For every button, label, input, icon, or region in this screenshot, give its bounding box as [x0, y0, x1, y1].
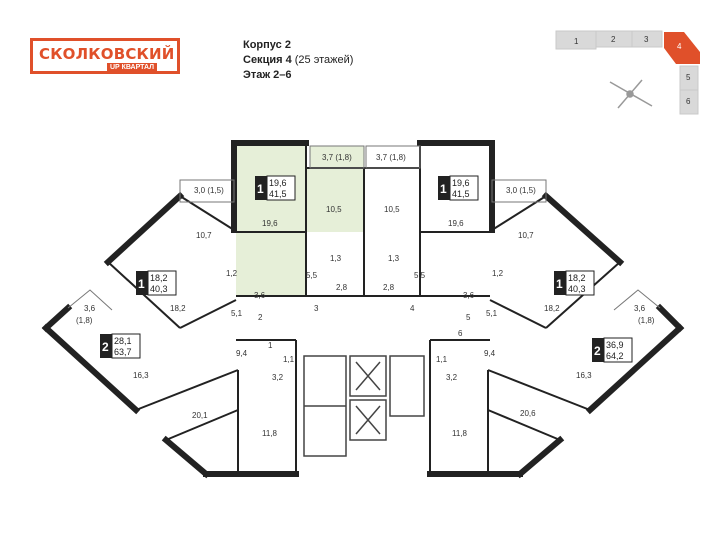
- section-block-6[interactable]: [679, 89, 699, 115]
- svg-text:2: 2: [102, 340, 109, 354]
- room-area: 3,6: [254, 291, 266, 300]
- balconies: [67, 145, 661, 311]
- room-area: 1,2: [492, 269, 504, 278]
- room-area: 9,4: [236, 349, 248, 358]
- door-number: 6: [458, 329, 463, 338]
- door-number: 2: [258, 313, 263, 322]
- room-area: 1,1: [436, 355, 448, 364]
- brand-logo: СКОЛКОВСКИЙ UP КВАРТАЛ: [30, 38, 180, 74]
- svg-text:18,2: 18,2: [150, 273, 168, 283]
- room-area: 3,7 (1,8): [322, 153, 352, 162]
- door-number: 4: [410, 304, 415, 313]
- room-area: 1,1: [283, 355, 295, 364]
- svg-text:18,2: 18,2: [568, 273, 586, 283]
- section-block-4[interactable]: [664, 32, 700, 64]
- room-area: 5,5: [414, 271, 426, 280]
- apartment-badge[interactable]: 1 19,6 41,5: [255, 175, 296, 201]
- svg-text:1: 1: [138, 277, 145, 291]
- building-info: Корпус 2 Секция 4 (25 этажей) Этаж 2–6: [243, 38, 353, 83]
- apartment-badge[interactable]: 1 18,2 40,3: [136, 270, 177, 296]
- room-area: 1,2: [226, 269, 238, 278]
- room-area: 20,1: [192, 411, 208, 420]
- room-area: 5,1: [231, 309, 243, 318]
- selected-balcony-fill: [310, 146, 364, 168]
- room-area: 5,5: [306, 271, 318, 280]
- room-area: 10,7: [196, 231, 212, 240]
- room-area: 16,3: [133, 371, 149, 380]
- room-area: 16,3: [576, 371, 592, 380]
- outer-walls: [41, 140, 685, 479]
- room-area: 3,2: [272, 373, 284, 382]
- svg-text:40,3: 40,3: [568, 284, 586, 294]
- room-area: 3,0 (1,5): [194, 186, 224, 195]
- room-area: 20,6: [520, 409, 536, 418]
- svg-text:1: 1: [440, 182, 447, 196]
- door-number: 1: [268, 341, 273, 350]
- section-block-3[interactable]: [631, 30, 663, 48]
- apartment-badge[interactable]: 1 19,6 41,5: [438, 175, 479, 201]
- room-area: 1,3: [330, 254, 342, 263]
- room-labels: 3,0 (1,5) 3,7 (1,8) 3,7 (1,8) 3,0 (1,5) …: [76, 153, 655, 438]
- svg-text:41,5: 41,5: [452, 189, 470, 199]
- svg-text:1: 1: [556, 277, 563, 291]
- room-area: 10,5: [326, 205, 342, 214]
- apartment-badge[interactable]: 2 36,9 64,2: [592, 337, 633, 363]
- svg-text:1: 1: [257, 182, 264, 196]
- logo-badge-up: UP: [110, 64, 120, 71]
- logo-name: СКОЛКОВСКИЙ: [39, 45, 175, 63]
- room-area: (1,8): [638, 316, 655, 325]
- svg-text:63,7: 63,7: [114, 347, 132, 357]
- room-area: 19,6: [448, 219, 464, 228]
- room-area: (1,8): [76, 316, 93, 325]
- floors-note: (25 этажей): [294, 54, 354, 66]
- apartment-badge[interactable]: 2 28,1 63,7: [100, 333, 141, 359]
- room-area: 9,4: [484, 349, 496, 358]
- room-area: 10,7: [518, 231, 534, 240]
- door-number: 5: [466, 313, 471, 322]
- room-area: 10,5: [384, 205, 400, 214]
- stair-elevator-core: [303, 355, 425, 457]
- room-area: 1,3: [388, 254, 400, 263]
- svg-text:2: 2: [594, 344, 601, 358]
- room-area: 11,8: [452, 429, 468, 438]
- room-area: 18,2: [544, 304, 560, 313]
- room-area: 18,2: [170, 304, 186, 313]
- room-area: 2,8: [336, 283, 348, 292]
- svg-text:40,3: 40,3: [150, 284, 168, 294]
- room-area: 3,6: [634, 304, 646, 313]
- svg-text:28,1: 28,1: [114, 336, 132, 346]
- room-area: 11,8: [262, 429, 278, 438]
- room-area: 2,8: [383, 283, 395, 292]
- room-area: 19,6: [262, 219, 278, 228]
- room-area: 3,6: [463, 291, 475, 300]
- room-area: 5,1: [486, 309, 498, 318]
- section-label: Секция 4: [243, 54, 292, 66]
- door-number: 3: [314, 304, 319, 313]
- room-area: 3,6: [84, 304, 96, 313]
- svg-text:19,6: 19,6: [452, 178, 470, 188]
- svg-text:41,5: 41,5: [269, 189, 287, 199]
- svg-text:64,2: 64,2: [606, 351, 624, 361]
- logo-badge: UP КВАРТАЛ: [107, 63, 158, 72]
- svg-text:36,9: 36,9: [606, 340, 624, 350]
- apartment-badge[interactable]: 1 18,2 40,3: [554, 270, 595, 296]
- svg-text:19,6: 19,6: [269, 178, 287, 188]
- korpus-label: Корпус 2: [243, 39, 291, 51]
- logo-badge-text: КВАРТАЛ: [121, 64, 155, 71]
- room-area: 3,0 (1,5): [506, 186, 536, 195]
- floors-label: Этаж 2–6: [243, 69, 292, 81]
- room-area: 3,2: [446, 373, 458, 382]
- room-area: 3,7 (1,8): [376, 153, 406, 162]
